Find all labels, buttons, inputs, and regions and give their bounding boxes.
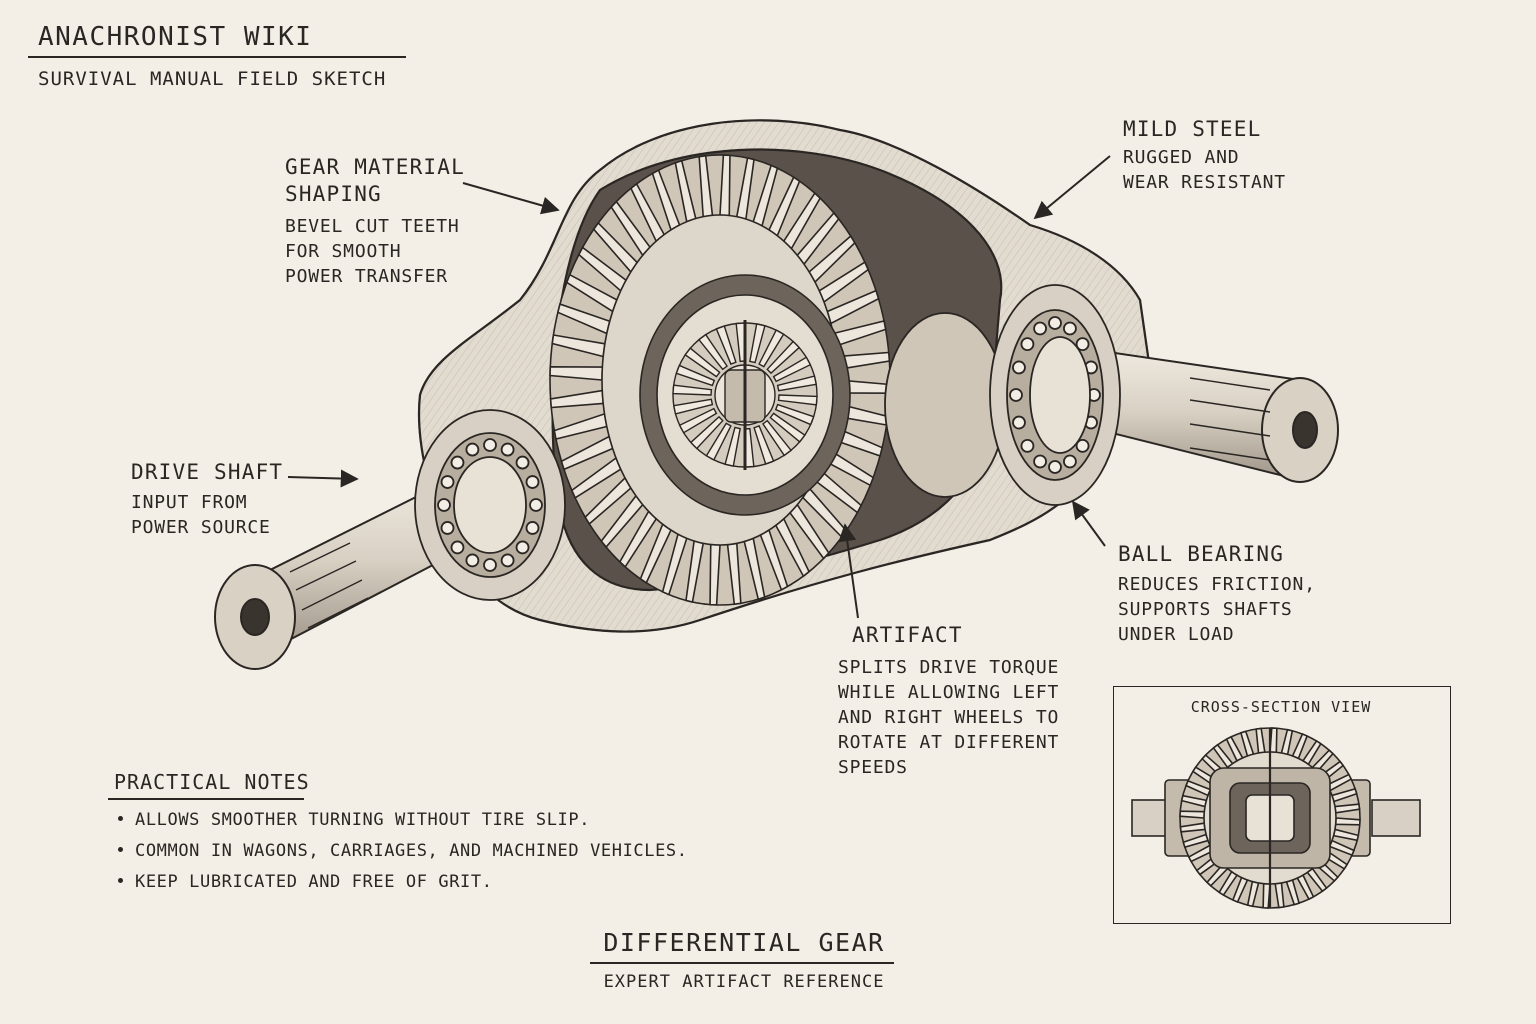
diagram-title: DIFFERENTIAL GEAR — [603, 928, 885, 957]
ball-bearing-desc: REDUCES FRICTION, SUPPORTS SHAFTS UNDER … — [1118, 574, 1316, 645]
bearing-ball — [437, 498, 451, 512]
bullet-icon — [118, 816, 123, 821]
list-item: KEEP LUBRICATED AND FREE OF GRIT. — [112, 870, 688, 901]
bearing-ball — [483, 438, 497, 452]
wiki-title: ANACHRONIST WIKI — [38, 22, 313, 52]
callout-arrows — [287, 155, 1111, 619]
spider-gear-tooth — [678, 407, 718, 434]
bearing-ball — [1075, 439, 1090, 453]
bearing-ball — [465, 442, 480, 457]
list-item: COMMON IN WAGONS, CARRIAGES, AND MACHINE… — [112, 839, 688, 870]
bearing-ball — [500, 442, 515, 457]
bearing-ball — [1020, 439, 1035, 453]
drive-shaft-desc: INPUT FROM POWER SOURCE — [131, 492, 271, 538]
artifact-title: ARTIFACT — [852, 623, 963, 647]
title-underline — [28, 56, 406, 58]
spider-gears — [672, 320, 818, 470]
bearing-ball — [1020, 337, 1035, 351]
bearing-ball — [1012, 360, 1026, 375]
gear-material-title: GEAR MATERIAL SHAPING — [285, 155, 465, 206]
bearing-ball — [465, 553, 480, 568]
bearing-ball — [440, 475, 455, 489]
diagram-title-underline — [590, 962, 894, 964]
spider-gear-tooth — [749, 323, 766, 364]
bearing-ball — [1033, 454, 1047, 469]
ball-bearing-left — [414, 409, 566, 601]
spider-gear-tooth — [774, 403, 815, 426]
spider-gear-tooth — [675, 364, 716, 387]
list-item: ALLOWS SMOOTHER TURNING WITHOUT TIRE SLI… — [112, 808, 688, 839]
bearing-ball — [525, 521, 540, 535]
artifact-desc: SPLITS DRIVE TORQUE WHILE ALLOWING LEFT … — [838, 657, 1060, 778]
ball-bearing-title: BALL BEARING — [1118, 542, 1285, 566]
bearing-ball — [515, 540, 530, 555]
spider-gear-tooth — [684, 347, 721, 378]
bearing-ball — [1033, 321, 1047, 336]
spider-gear-tooth — [772, 356, 812, 383]
callout-ball-bearing: BALL BEARING REDUCES FRICTION, SUPPORTS … — [1118, 541, 1316, 647]
spider-gear-tooth — [777, 394, 818, 406]
cross-section-title: CROSS-SECTION VIEW — [1190, 698, 1372, 716]
spider-gear-tooth — [672, 398, 714, 415]
callout-artifact: ARTIFACT SPLITS DRIVE TORQUE WHILE ALLOW… — [838, 622, 1059, 780]
spider-gear-tooth — [769, 412, 806, 443]
bearing-ball — [483, 558, 497, 572]
bearing-ball — [1063, 454, 1077, 469]
bearing-ball — [1009, 388, 1023, 402]
callout-drive-shaft: DRIVE SHAFT INPUT FROM POWER SOURCE — [131, 459, 283, 540]
bearing-ball — [525, 475, 540, 489]
bearing-ball — [500, 553, 515, 568]
spider-gear-tooth — [762, 419, 793, 457]
spider-gear-tooth — [753, 425, 775, 465]
spider-gear-tooth — [766, 340, 801, 375]
ball-bearing-right — [884, 284, 1121, 506]
bearing-ball — [1012, 415, 1026, 430]
spider-gear-tooth — [715, 325, 737, 365]
drive-shaft-title: DRIVE SHAFT — [131, 460, 284, 484]
spider-gear-tooth — [697, 333, 728, 371]
spider-gear-tooth — [724, 426, 741, 467]
bearing-ball — [1048, 316, 1062, 330]
gear-material-desc: BEVEL CUT TEETH FOR SMOOTH POWER TRANSFE… — [285, 216, 460, 287]
bullet-icon — [118, 847, 123, 852]
bearing-ball — [1063, 321, 1077, 336]
cross-section-panel — [1113, 686, 1451, 924]
bearing-ball — [529, 498, 543, 512]
spider-gear-tooth — [758, 329, 785, 368]
bullet-icon — [118, 878, 123, 883]
notes-underline — [108, 798, 304, 800]
bearing-ball — [450, 540, 465, 555]
wiki-subtitle: SURVIVAL MANUAL FIELD SKETCH — [38, 68, 387, 90]
spider-gear-tooth — [689, 415, 724, 450]
practical-notes-list: ALLOWS SMOOTHER TURNING WITHOUT TIRE SLI… — [112, 808, 688, 901]
bearing-ball — [440, 521, 455, 535]
bearing-ball — [1048, 460, 1062, 474]
spider-gear-tooth — [776, 375, 818, 392]
bearing-ball — [515, 455, 530, 470]
spider-gear-tooth — [705, 422, 732, 461]
practical-notes-heading: PRACTICAL NOTES — [114, 770, 310, 794]
diagram-subtitle: EXPERT ARTIFACT REFERENCE — [603, 972, 885, 992]
mild-steel-title: MILD STEEL — [1123, 117, 1262, 141]
spider-gear-tooth — [672, 384, 713, 396]
mild-steel-desc: RUGGED AND WEAR RESISTANT — [1123, 147, 1286, 193]
bearing-ball — [1075, 337, 1090, 351]
callout-mild-steel: MILD STEEL RUGGED AND WEAR RESISTANT — [1123, 116, 1286, 195]
callout-gear-material: GEAR MATERIAL SHAPING BEVEL CUT TEETH FO… — [285, 154, 465, 289]
bearing-ball — [450, 455, 465, 470]
